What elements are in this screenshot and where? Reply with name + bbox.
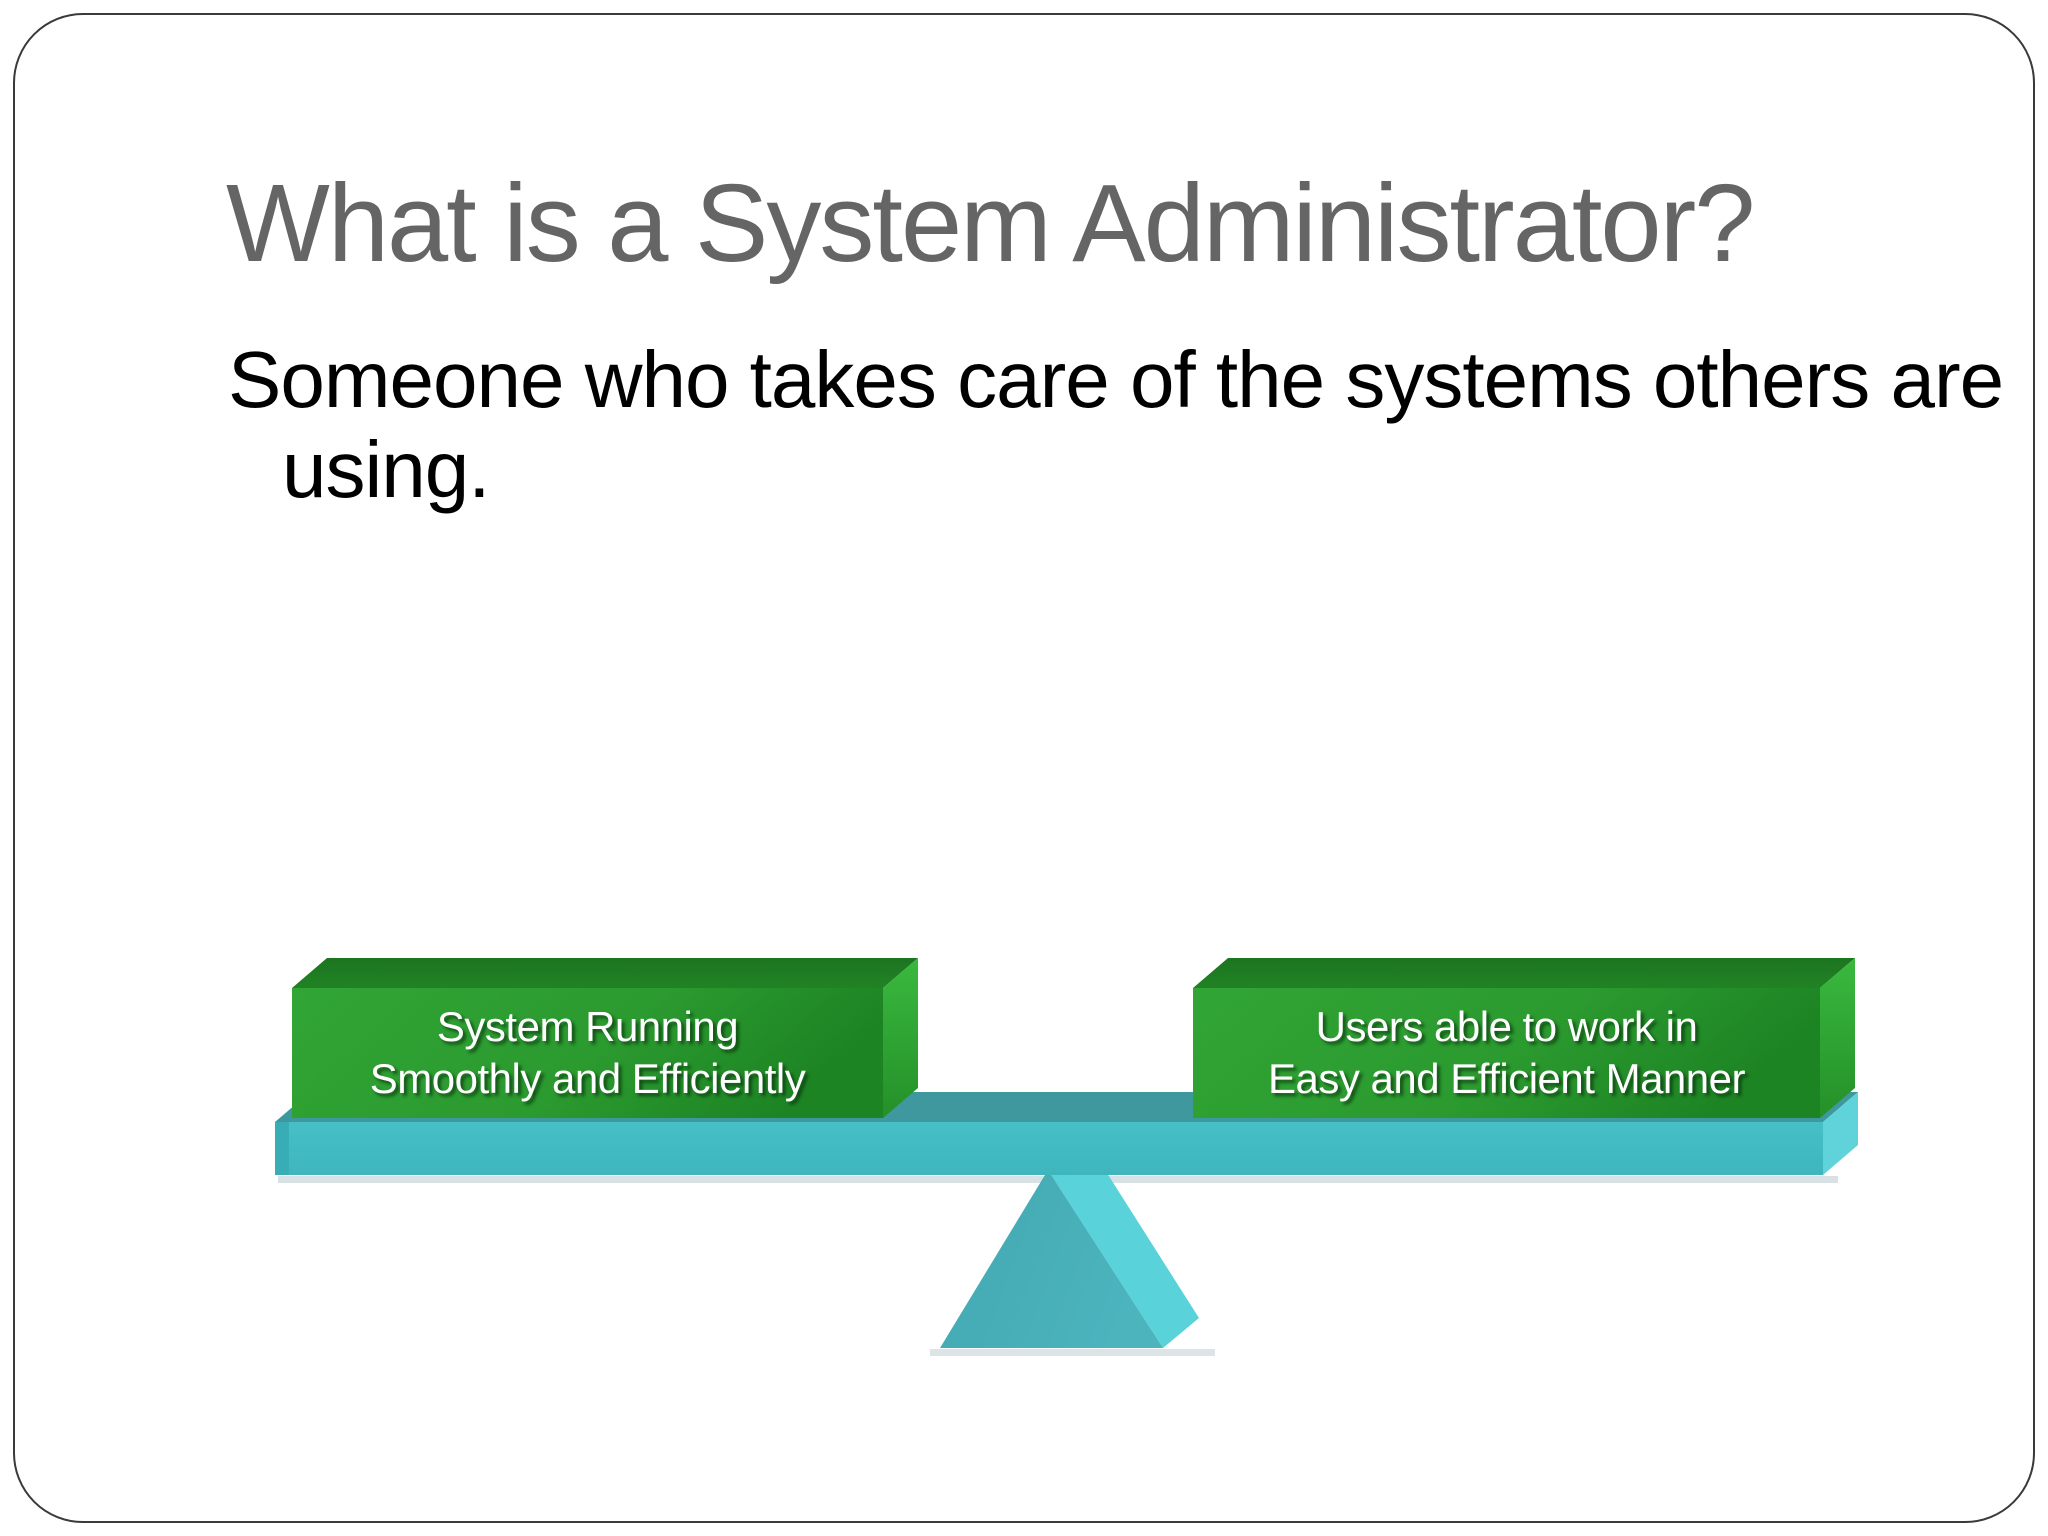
left-weight-line-2: Smoothly and Efficiently (369, 1055, 806, 1102)
left-weight-line-1: System Running (436, 1003, 739, 1050)
beam-left-edge (275, 1122, 289, 1175)
fulcrum-shadow (930, 1349, 1215, 1356)
fulcrum-front-face (940, 1170, 1163, 1348)
right-box-front-face (1193, 988, 1820, 1118)
body-text-line-2: using. (282, 425, 490, 514)
left-box-top-face (292, 958, 918, 988)
beam-side-face (1823, 1092, 1858, 1175)
left-box-front-face (292, 988, 883, 1118)
right-box-side-face (1820, 958, 1855, 1118)
beam-front-face (275, 1122, 1823, 1175)
left-weight-label: System Running Smoothly and Efficiently (292, 988, 883, 1118)
right-weight-line-1: Users able to work in (1315, 1003, 1698, 1050)
body-text-line-1: Someone who takes care of the systems ot… (228, 335, 2004, 424)
slide-border-frame (13, 13, 2035, 1523)
fulcrum-side-face (1048, 1140, 1199, 1348)
right-weight-line-2: Easy and Efficient Manner (1267, 1055, 1746, 1102)
right-weight-label: Users able to work in Easy and Efficient… (1193, 988, 1820, 1118)
slide-title: What is a System Administrator? (226, 162, 1755, 285)
left-box-side-face (883, 958, 918, 1118)
body-text: Someone who takes care of the systems ot… (228, 335, 2004, 515)
right-box-top-face (1193, 958, 1855, 988)
